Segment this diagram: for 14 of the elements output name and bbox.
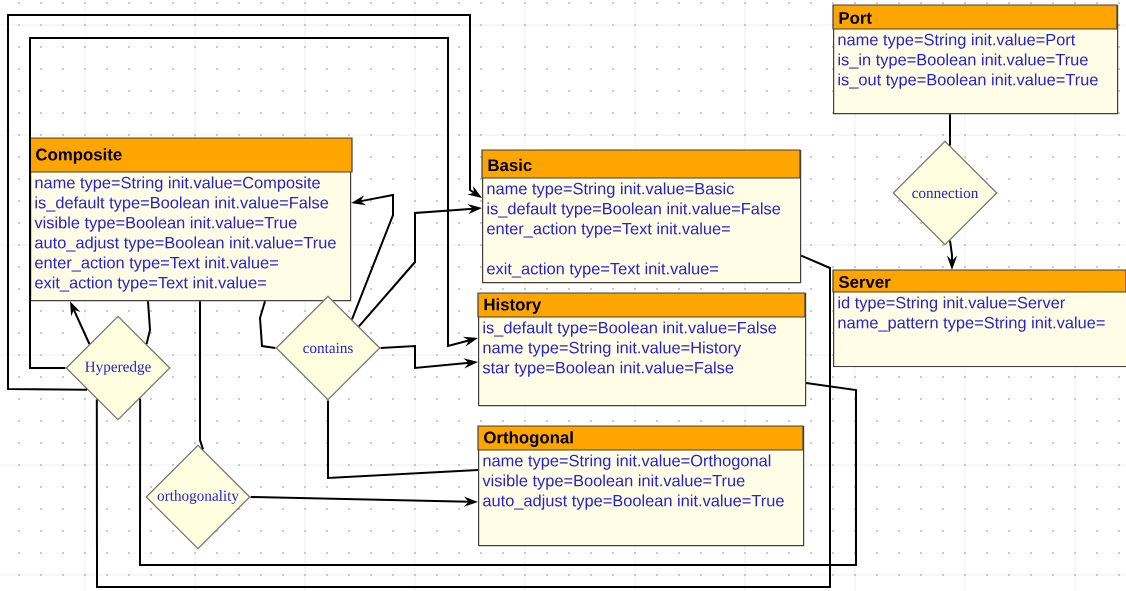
connector-line	[259, 300, 277, 349]
connector-line	[949, 113, 951, 147]
connector-line	[327, 399, 479, 480]
connector-line	[139, 382, 857, 566]
class-box: Composite name type=String init.value=Composite is_default type=Boolean init.value=False visible type=Boolean init.value=True auto_adjust type=Boolean init.value=True enter_action type=Text init.value= exit_action type=Text init.value=	[29, 137, 353, 302]
connector-line	[145, 300, 151, 345]
class-box: Basic name type=String init.value=Basic is_default type=Boolean init.value=False enter_action type=Text init.value= exit_action type=Text init.value=	[481, 149, 802, 284]
class-box: History is_default type=Boolean init.value=False name type=String init.value=History star type=Boolean init.value=False	[477, 292, 807, 407]
class-box: Port name type=String init.value=Port is_in type=Boolean init.value=True is_out type=Boolean init.value=True	[832, 4, 1119, 115]
arrow	[351, 193, 394, 321]
class-box: Server id type=String init.value=Server name_pattern type=String init.value=	[832, 269, 1126, 368]
class-box: Orthogonal name type=String init.value=Orthogonal visible type=Boolean init.value=True auto_adjust type=Boolean init.value=True	[477, 425, 805, 547]
connector-line	[199, 300, 204, 451]
connector-line	[95, 254, 831, 588]
